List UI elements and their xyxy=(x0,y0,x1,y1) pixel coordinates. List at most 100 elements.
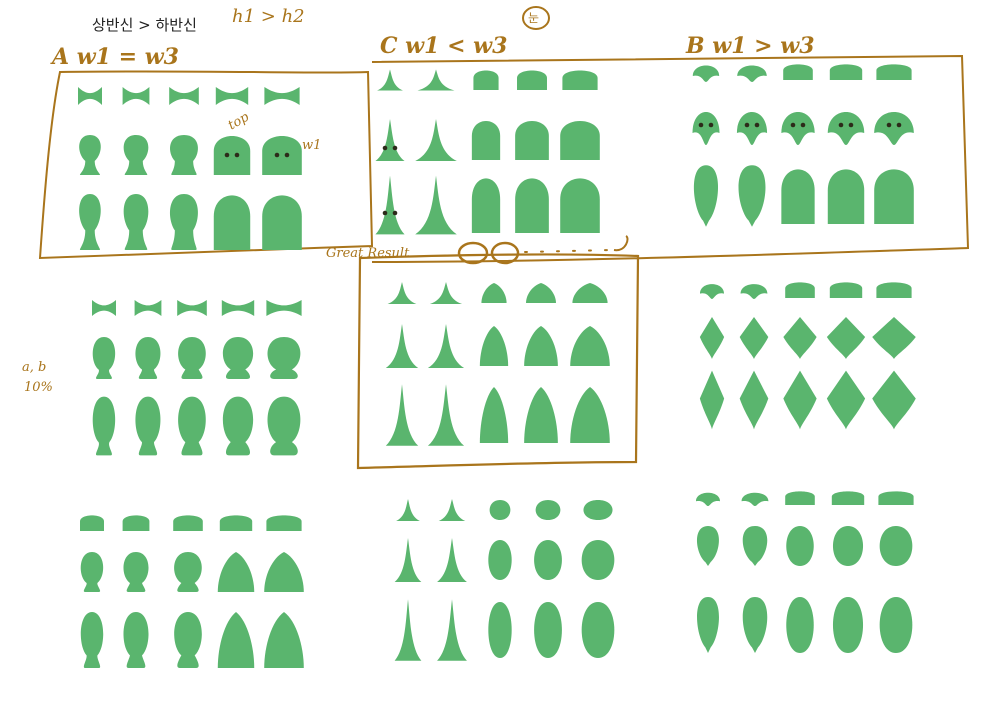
silhouette-c-r3-c2 xyxy=(415,175,457,235)
silhouette-a-r3-c3 xyxy=(170,194,198,250)
silhouette-b2-r2-c3 xyxy=(783,317,817,359)
eye-dot xyxy=(284,152,290,158)
silhouette-c2-r3-c2 xyxy=(427,384,465,446)
silhouette-c-r3-c3 xyxy=(471,178,501,233)
silhouette-a2-r1-c4 xyxy=(221,300,255,316)
silhouette-a-r1-c2 xyxy=(122,87,150,105)
silhouette-b3-r1-c2 xyxy=(741,492,769,506)
upper-lower-note: 상반신 > 하반신 xyxy=(92,16,197,34)
silhouette-c2-r1-c1 xyxy=(387,282,417,304)
silhouette-b3-r1-c5 xyxy=(878,491,914,505)
silhouette-b2-r3-c1 xyxy=(699,370,725,430)
silhouette-b2-r3-c4 xyxy=(826,370,866,430)
silhouette-b3-r3-c2 xyxy=(742,597,768,653)
great-result-label: Great Result xyxy=(326,246,410,261)
silhouette-a2-r3-c4 xyxy=(222,396,254,456)
silhouette-a3-r1-c1 xyxy=(80,515,104,531)
silhouette-b-r2-c1 xyxy=(692,112,720,145)
eye-dot xyxy=(392,210,398,216)
frame-set-c-b xyxy=(371,54,970,263)
silhouette-a2-r3-c1 xyxy=(92,396,116,456)
silhouette-a2-r1-c5 xyxy=(266,300,302,316)
frame-set-a xyxy=(38,70,374,260)
stamp-char: 눈 xyxy=(528,11,540,25)
eye-dot xyxy=(392,145,398,151)
silhouette-b3-r3-c5 xyxy=(879,597,913,653)
silhouette-b-r3-c5 xyxy=(874,169,914,224)
eye-dot xyxy=(790,122,796,128)
eye-dot xyxy=(224,152,230,158)
silhouette-a3-r1-c2 xyxy=(122,515,150,531)
eye-dot xyxy=(698,122,704,128)
highlight-loop-1 xyxy=(457,241,489,265)
silhouette-a-r3-c5 xyxy=(262,195,302,250)
silhouette-a2-r1-c1 xyxy=(92,300,116,316)
silhouette-c3-r2-c4 xyxy=(534,540,562,580)
silhouette-c-r1-c2 xyxy=(417,69,455,91)
silhouette-a3-r2-c4 xyxy=(217,552,255,592)
silhouette-c2-r1-c3 xyxy=(481,283,507,303)
silhouette-b-r2-c5 xyxy=(874,112,914,145)
silhouette-c-r3-c1 xyxy=(375,175,405,235)
silhouette-a-r2-c3 xyxy=(170,135,198,175)
silhouette-a3-r3-c5 xyxy=(264,612,304,668)
h-relation-note: h1 > h2 xyxy=(232,6,305,27)
silhouette-b-r1-c2 xyxy=(737,65,767,82)
silhouette-c2-r2-c3 xyxy=(479,326,509,366)
silhouette-c2-r3-c3 xyxy=(479,387,509,443)
silhouette-b2-r1-c3 xyxy=(785,282,815,298)
silhouette-c3-r2-c3 xyxy=(488,540,512,580)
silhouette-a-r2-c2 xyxy=(123,135,149,175)
silhouette-a3-r3-c1 xyxy=(80,612,104,668)
silhouette-b3-r3-c1 xyxy=(697,597,719,653)
eye-dot xyxy=(754,122,760,128)
dotted-tail xyxy=(524,249,611,253)
set-a-label: A w1 = w3 xyxy=(52,44,179,70)
silhouette-b-r1-c1 xyxy=(692,65,720,82)
silhouette-c3-r1-c2 xyxy=(438,499,466,521)
silhouette-a3-r1-c3 xyxy=(173,515,203,531)
stamp-circle xyxy=(522,6,550,30)
side-note-line1: a, b xyxy=(22,360,47,375)
silhouette-c2-r1-c4 xyxy=(526,283,556,303)
silhouette-b2-r3-c5 xyxy=(872,370,916,430)
silhouette-c-r2-c3 xyxy=(471,121,501,160)
set-b-label: B w1 > w3 xyxy=(686,33,815,59)
silhouette-b2-r2-c5 xyxy=(872,317,916,359)
silhouette-b2-r1-c1 xyxy=(700,284,724,299)
silhouette-b2-r2-c2 xyxy=(739,317,769,359)
silhouette-c3-r2-c5 xyxy=(581,540,615,580)
silhouette-b-r3-c4 xyxy=(827,169,865,224)
silhouette-b-r1-c3 xyxy=(783,64,813,80)
silhouette-c3-r3-c3 xyxy=(488,602,512,658)
silhouette-a2-r2-c3 xyxy=(178,337,206,379)
silhouette-a3-r1-c5 xyxy=(266,515,302,531)
silhouette-b3-r3-c4 xyxy=(832,597,864,653)
silhouette-a3-r2-c3 xyxy=(174,552,202,592)
silhouette-c2-r3-c1 xyxy=(385,384,419,446)
silhouette-b3-r2-c4 xyxy=(832,526,864,566)
silhouette-c-r2-c4 xyxy=(515,121,549,160)
silhouette-a-r1-c5 xyxy=(264,87,300,105)
silhouette-b2-r3-c2 xyxy=(739,370,769,430)
silhouette-a-r3-c1 xyxy=(79,194,101,250)
silhouette-a-r1-c1 xyxy=(78,87,102,105)
eye-dot xyxy=(838,122,844,128)
silhouette-c3-r1-c3 xyxy=(489,500,511,520)
silhouette-a2-r3-c5 xyxy=(267,396,301,456)
silhouette-c-r2-c5 xyxy=(560,121,600,160)
eye-dot xyxy=(708,122,714,128)
silhouette-a2-r2-c5 xyxy=(267,337,301,379)
silhouette-b-r2-c2 xyxy=(736,112,768,145)
silhouette-b2-r2-c1 xyxy=(699,317,725,359)
eye-dot xyxy=(886,122,892,128)
silhouette-b-r1-c4 xyxy=(829,64,863,80)
silhouette-c-r2-c2 xyxy=(415,119,457,161)
eye-dot xyxy=(896,122,902,128)
silhouette-a3-r2-c1 xyxy=(80,552,104,592)
silhouette-c3-r3-c1 xyxy=(394,599,422,661)
silhouette-c3-r3-c4 xyxy=(534,602,562,658)
silhouette-b-r3-c2 xyxy=(738,165,766,227)
silhouette-a3-r3-c4 xyxy=(217,612,255,668)
eye-dot xyxy=(848,122,854,128)
